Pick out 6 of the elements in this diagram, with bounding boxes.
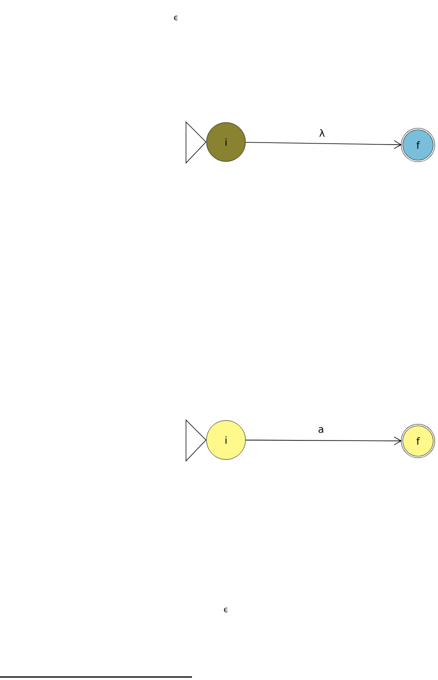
arrow [245,436,402,446]
edge-label: a [316,426,326,434]
accepting-state: f [401,128,435,162]
arrow [245,140,402,149]
edge-label: λ [318,128,326,138]
accepting-state: f [401,424,435,458]
